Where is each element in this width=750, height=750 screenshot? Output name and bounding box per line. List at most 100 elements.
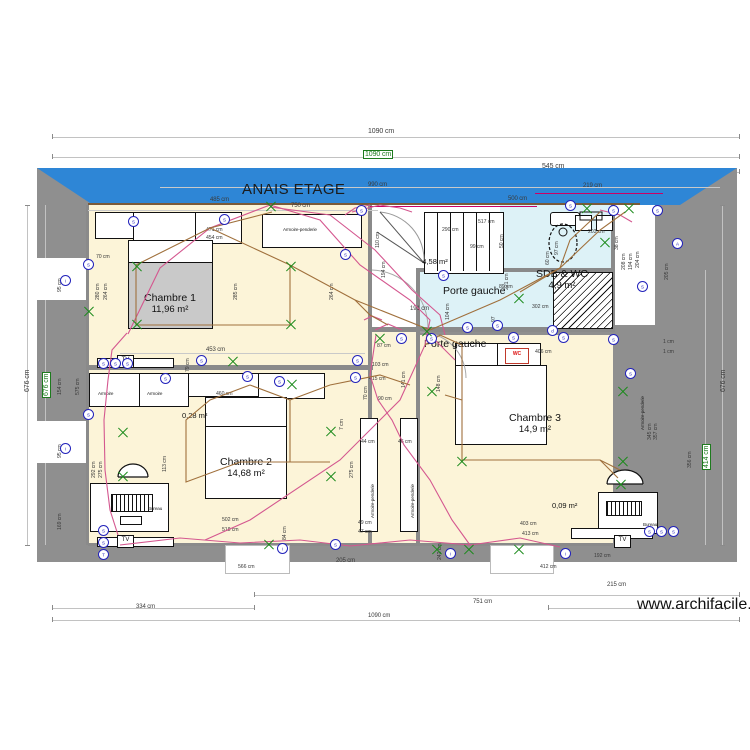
dim-194: 194 cm [381,261,387,278]
outlet-icon[interactable]: S [122,358,133,369]
outlet-icon[interactable]: i [60,443,71,454]
outlet-icon[interactable]: S [668,526,679,537]
furniture-label-armoire-5: Armoire [98,391,114,396]
outlet-icon[interactable]: S [644,526,655,537]
ceiling-lamp-icon[interactable] [622,202,635,215]
outlet-icon[interactable]: S [83,409,94,420]
ceiling-lamp-icon[interactable] [512,292,525,305]
outlet-icon[interactable]: S [274,376,285,387]
dim-left-154: 154 cm [57,378,63,395]
ceiling-lamp-icon[interactable] [284,260,297,273]
ceiling-lamp-icon[interactable] [226,355,239,368]
ceiling-lamp-icon[interactable] [616,455,629,468]
outlet-icon[interactable]: S [196,355,207,366]
ceiling-lamp-icon[interactable] [512,543,525,556]
dim-bottom-412: 412 cm [540,564,557,570]
outlet-icon[interactable]: S [352,355,363,366]
outlet-icon[interactable]: S [160,373,171,384]
outlet-icon[interactable]: S [110,358,121,369]
ceiling-lamp-icon[interactable] [324,470,337,483]
outlet-icon[interactable]: S [350,372,361,383]
dim-top-545: 545 cm [542,163,565,170]
outlet-icon[interactable]: S [558,332,569,343]
switch-icon[interactable]: i [60,275,71,286]
ceiling-lamp-icon[interactable] [264,200,277,213]
outlet-icon[interactable]: A [672,238,683,249]
outlet-icon[interactable]: S [128,216,139,227]
dim-471: 471 cm [206,227,223,233]
outlet-icon[interactable]: i [277,543,288,554]
outlet-icon[interactable]: S [492,320,503,331]
outlet-icon[interactable]: S [340,249,351,260]
room-label-stairs: 4,58 m² [400,256,470,268]
outlet-icon[interactable]: S [98,525,109,536]
ceiling-lamp-icon[interactable] [462,543,475,556]
room-name-sdb: SDB & WC [536,268,588,280]
dim-top-1090-b: 1090 cm [363,150,394,159]
outlet-icon[interactable]: S [219,214,230,225]
outlet-icon[interactable]: S [637,281,648,292]
outlet-icon[interactable]: d [547,325,558,336]
outlet-icon[interactable]: S [98,537,109,548]
wc-symbol[interactable]: WC [505,348,529,364]
outlet-icon[interactable]: S [608,334,619,345]
room-area-chambre1: 11,96 m² [151,304,189,315]
outlet-icon[interactable]: S [98,358,109,369]
dim-113: 113 cm [162,455,168,472]
ceiling-lamp-icon[interactable] [262,538,275,551]
outlet-icon[interactable]: S [438,270,449,281]
outlet-icon[interactable]: S [330,539,341,550]
dim-275-b: 275 cm [349,461,355,478]
dim-750: 750 cm [291,203,311,209]
dim-485: 485 cm [210,197,230,203]
dim-right-1cm-a: 1 cm [663,339,674,345]
dim-bottom-751: 751 cm [473,599,493,605]
switch-icon[interactable]: S [83,259,94,270]
dim-49: 49 cm [358,520,372,526]
outlet-icon[interactable]: S [652,205,663,216]
dim-453: 453 cm [206,347,226,353]
dim-90: 90 cm [378,396,392,402]
ceiling-lamp-icon[interactable] [598,236,611,249]
ceiling-lamp-icon[interactable] [116,426,129,439]
ceiling-lamp-icon[interactable] [130,318,143,331]
outlet-icon[interactable]: S [396,333,407,344]
outlet-icon[interactable]: S [656,526,667,537]
outlet-icon[interactable]: S [242,371,253,382]
ceiling-lamp-icon[interactable] [616,385,629,398]
room-name-chambre2: Chambre 2 [220,456,272,468]
tv-symbol-c2-bottom: TV [117,535,134,548]
ceiling-lamp-icon[interactable] [285,378,298,391]
outlet-icon[interactable]: S [625,368,636,379]
dim-70-mid: 70 cm [363,386,369,400]
tv-bar-c3 [571,528,653,539]
dim-413: 413 cm [522,531,539,537]
dim-275-a: 275 cm [98,461,104,478]
ceiling-lamp-icon[interactable] [614,478,627,491]
ceiling-lamp-icon[interactable] [82,305,95,318]
dim-84: 84 cm [282,526,288,540]
ceiling-lamp-icon[interactable] [373,332,386,345]
room-fill-landing [370,272,418,330]
ceiling-lamp-icon[interactable] [580,202,593,215]
ceiling-lamp-icon[interactable] [116,470,129,483]
dim-357: 357 cm [653,423,659,440]
dim-right-356: 356 cm [687,451,693,468]
outlet-icon[interactable]: i [445,548,456,559]
ceiling-lamp-icon[interactable] [324,425,337,438]
ceiling-lamp-icon[interactable] [430,543,443,556]
ceiling-lamp-icon[interactable] [455,455,468,468]
outlet-icon[interactable]: i [560,548,571,559]
ceiling-lamp-icon[interactable] [284,318,297,331]
outlet-icon[interactable]: S [356,205,367,216]
outlet-icon[interactable]: S [608,205,619,216]
ceiling-lamp-icon[interactable] [425,385,438,398]
outlet-icon[interactable]: S [462,322,473,333]
outlet-icon[interactable]: S [565,200,576,211]
outlet-icon[interactable]: S [508,332,519,343]
ceiling-lamp-icon[interactable] [420,325,433,338]
ceiling-lamp-icon[interactable] [130,260,143,273]
dim-top-1090-a: 1090 cm [368,128,395,135]
outlet-icon[interactable]: T [98,549,109,560]
dim-left-169: 169 cm [57,513,63,530]
